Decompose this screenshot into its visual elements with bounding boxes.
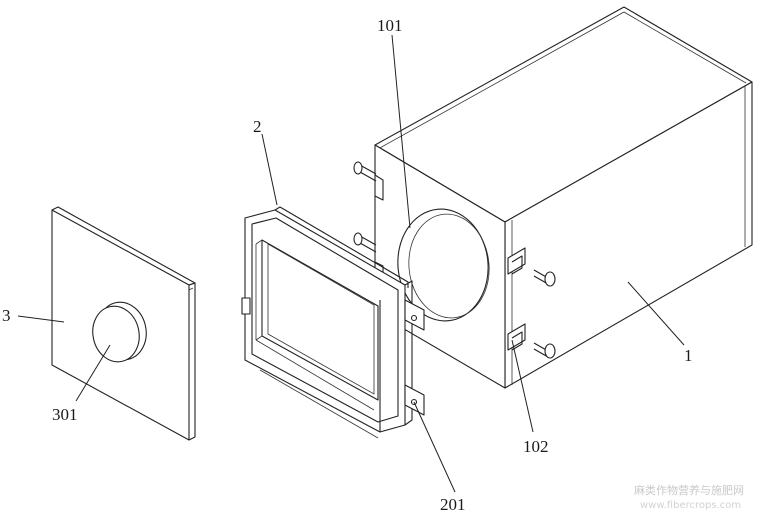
watermark-line2: www.fibercrops.com <box>640 500 741 511</box>
side-clips-102 <box>507 247 556 359</box>
housing-box <box>374 6 753 389</box>
frame-tabs-201 <box>404 299 425 416</box>
label-101: 101 <box>377 16 403 35</box>
watermark-line1: 麻类作物营养与施肥网 <box>634 483 744 497</box>
watermark: 麻类作物营养与施肥网 www.fibercrops.com <box>634 483 744 511</box>
label-102: 102 <box>523 437 549 456</box>
label-201: 201 <box>440 495 466 513</box>
label-1: 1 <box>684 346 693 365</box>
label-2: 2 <box>253 117 262 136</box>
label-301: 301 <box>52 405 78 424</box>
leader-lines <box>17 34 685 493</box>
label-3: 3 <box>2 306 11 325</box>
mounting-pins-front <box>353 161 377 253</box>
part-labels: 101 2 3 301 1 102 201 <box>2 16 693 513</box>
circular-window-101 <box>397 208 490 322</box>
frame-2 <box>241 206 413 439</box>
